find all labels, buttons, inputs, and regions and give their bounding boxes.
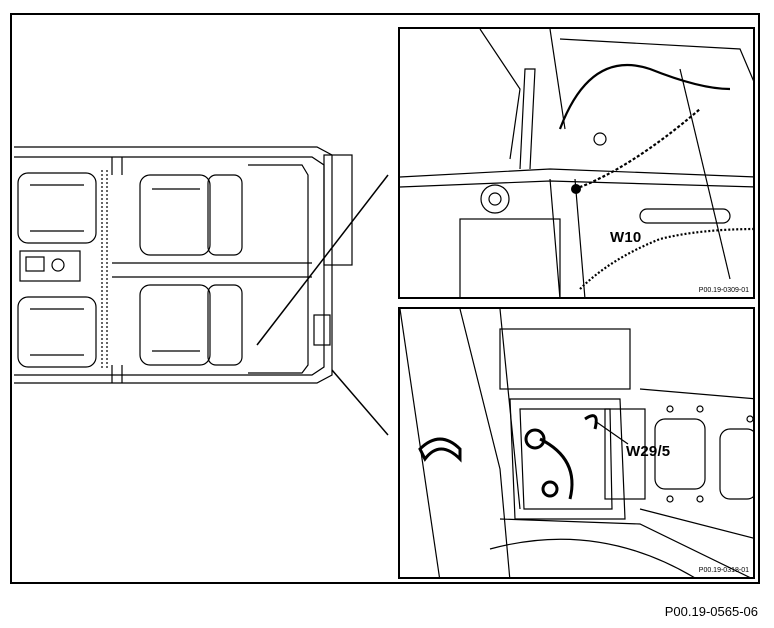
detail-drawing-top [400, 29, 753, 297]
vehicle-top-view [14, 146, 389, 436]
figure-id: P00.19-0565-06 [664, 604, 758, 619]
detail-panel-top: W10 P00.19-0309-01 [398, 27, 755, 299]
callout-w29-5: W29/5 [626, 443, 671, 460]
panel-code-bottom: P00.19-0318-01 [698, 567, 749, 574]
detail-drawing-bottom [400, 309, 753, 577]
callout-w10: W10 [610, 229, 642, 246]
detail-panel-bottom: W29/5 P00.19-0318-01 [398, 307, 755, 579]
diagram-frame: W10 P00.19-0309-01 [10, 13, 760, 584]
panel-code-top: P00.19-0309-01 [698, 287, 749, 294]
